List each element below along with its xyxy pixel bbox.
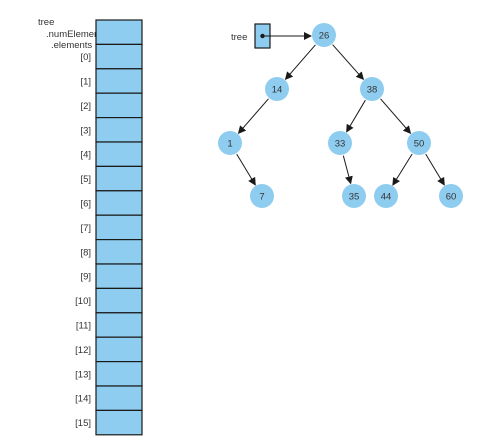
tree-node-50: 50 <box>407 131 431 155</box>
array-cell <box>95 409 143 436</box>
array-index-label: [6] <box>80 199 91 210</box>
tree-node-33: 33 <box>328 131 352 155</box>
array-cell <box>95 385 143 411</box>
tree-node-circle <box>312 23 336 47</box>
tree-edges <box>236 44 445 186</box>
tree-node-35: 35 <box>342 184 366 208</box>
tree-pointer-label: tree <box>231 32 247 43</box>
tree-node-label: 50 <box>414 139 425 150</box>
tree-node-label: 7 <box>259 192 264 203</box>
array-index-label: [8] <box>80 247 91 258</box>
tree-edge <box>284 44 316 80</box>
tree-node-circle <box>374 184 398 208</box>
tree-edge <box>332 44 365 81</box>
array-index-label: [2] <box>80 101 91 112</box>
array-cell <box>95 312 143 338</box>
tree-node-circle <box>328 131 352 155</box>
array-index-label: [7] <box>80 223 91 234</box>
elements-array: [0] [1] [2] [3] [4] [5] [6] [7] [8] [9] [10] [11] [1… <box>75 19 143 436</box>
tree-node-38: 38 <box>360 77 384 101</box>
elements-label: .elements <box>51 40 92 51</box>
tree-edge <box>346 99 366 133</box>
tree-node-label: 35 <box>349 192 360 203</box>
tree-node-circle <box>250 184 274 208</box>
array-index-label: [12] <box>75 345 91 356</box>
array-index-label: [13] <box>75 369 91 380</box>
array-index-label: [4] <box>80 150 91 161</box>
array-index-label: [14] <box>75 394 91 405</box>
tree-node-circle <box>342 184 366 208</box>
array-index-label: [1] <box>80 77 91 88</box>
array-cell <box>95 68 143 94</box>
tree-node-label: 38 <box>367 85 378 96</box>
tree-node-circle <box>407 131 431 155</box>
tree-node-label: 14 <box>272 85 283 96</box>
tree-edge <box>380 98 412 134</box>
tree-edge <box>392 153 413 186</box>
array-index-label: [9] <box>80 272 91 283</box>
tree-node-circle <box>360 77 384 101</box>
tree-edge <box>236 153 256 186</box>
array-cell <box>95 190 143 216</box>
array-cell <box>95 287 143 314</box>
tree-node-14: 14 <box>265 77 289 101</box>
tree-node-label: 44 <box>381 192 392 203</box>
tree-node-circle <box>439 184 463 208</box>
tree-node-44: 44 <box>374 184 398 208</box>
tree-node-label: 1 <box>227 139 232 150</box>
tree-node-1: 1 <box>218 131 242 155</box>
num-elements-cell <box>95 19 143 45</box>
array-cell <box>95 43 143 70</box>
array-cell <box>95 141 143 167</box>
tree-node-label: 33 <box>335 139 346 150</box>
array-cell <box>95 336 143 363</box>
tree-edge <box>342 155 353 185</box>
array-index-label: [0] <box>80 52 91 63</box>
tree-nodes: 26 14 38 1 33 50 7 35 44 60 <box>218 23 463 208</box>
tree-node-label: 60 <box>446 192 457 203</box>
array-cell <box>95 361 143 387</box>
array-index-label: [3] <box>80 125 91 136</box>
num-elements-label: .numElements <box>46 29 107 40</box>
tree-node-circle <box>218 131 242 155</box>
tree-label: tree <box>38 17 54 28</box>
array-index-label: [10] <box>75 296 91 307</box>
array-cell <box>95 92 143 119</box>
tree-pointer-dot <box>260 33 265 39</box>
tree-node-60: 60 <box>439 184 463 208</box>
array-index-label: [11] <box>76 321 91 332</box>
array-cell <box>95 165 143 192</box>
tree-edge <box>425 153 445 186</box>
array-cell <box>95 116 143 143</box>
tree-node-label: 26 <box>319 31 330 42</box>
tree-edge <box>237 98 269 134</box>
array-cell <box>95 214 143 241</box>
array-index-label: [15] <box>75 418 91 429</box>
tree-pointer: tree <box>231 23 312 49</box>
tree-node-26: 26 <box>312 23 336 47</box>
array-cell <box>95 239 143 265</box>
array-index-label: [5] <box>80 174 91 185</box>
tree-node-7: 7 <box>250 184 274 208</box>
array-cell <box>95 263 143 289</box>
tree-node-circle <box>265 77 289 101</box>
